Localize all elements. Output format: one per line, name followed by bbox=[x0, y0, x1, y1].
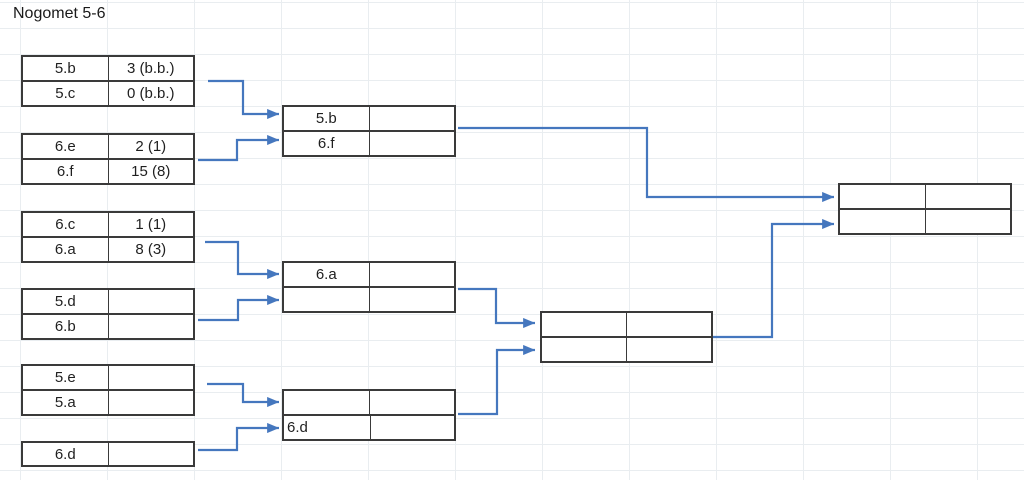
team-score-cell[interactable] bbox=[370, 263, 455, 286]
connector-arrow[interactable] bbox=[198, 422, 280, 452]
team-name-cell[interactable] bbox=[284, 391, 370, 414]
team-name-cell[interactable]: 6.d bbox=[284, 416, 371, 439]
team-row: 5.b bbox=[284, 107, 454, 130]
team-name-cell[interactable]: 5.d bbox=[23, 290, 109, 313]
match-box-r1-m3: 6.c 1 (1) 6.a 8 (3) bbox=[21, 211, 195, 263]
team-score-cell[interactable] bbox=[926, 185, 1011, 208]
page-title[interactable]: Nogomet 5-6 bbox=[13, 5, 106, 22]
team-name-cell[interactable]: 5.a bbox=[23, 391, 109, 414]
team-row bbox=[840, 185, 1010, 208]
match-box-r3-m1 bbox=[540, 311, 713, 363]
match-box-r1-m6: 6.d bbox=[21, 441, 195, 467]
team-score-cell[interactable] bbox=[109, 290, 194, 313]
connector-arrow[interactable] bbox=[198, 294, 280, 322]
match-box-r2-m2: 6.a bbox=[282, 261, 456, 313]
connector-arrow[interactable] bbox=[198, 134, 280, 162]
team-row: 5.e bbox=[23, 366, 193, 389]
team-name-cell[interactable]: 6.d bbox=[23, 443, 109, 465]
team-name-cell[interactable]: 6.c bbox=[23, 213, 109, 236]
team-score-cell[interactable]: 8 (3) bbox=[135, 241, 167, 258]
team-score-cell[interactable] bbox=[370, 107, 455, 130]
team-row: 6.f bbox=[284, 130, 454, 155]
match-box-r2-m3: 6.d bbox=[282, 389, 456, 441]
team-row: 5.c 0 (b.b.) bbox=[23, 80, 193, 105]
connector-arrow[interactable] bbox=[458, 344, 536, 416]
team-row: 6.a bbox=[284, 263, 454, 286]
team-score-cell[interactable] bbox=[109, 366, 194, 389]
connector-arrow[interactable] bbox=[713, 218, 835, 339]
team-row: 5.a bbox=[23, 389, 193, 414]
team-name-cell[interactable]: 6.f bbox=[23, 160, 109, 183]
team-row bbox=[840, 208, 1010, 233]
team-score-cell[interactable]: 0 (b.b.) bbox=[126, 85, 175, 102]
team-row: 6.d bbox=[284, 414, 454, 439]
team-name-cell[interactable]: 5.b bbox=[284, 107, 370, 130]
team-name-cell[interactable]: 6.a bbox=[23, 238, 109, 261]
team-score-cell[interactable] bbox=[370, 132, 455, 155]
team-score-cell[interactable]: 2 (1) bbox=[135, 138, 167, 155]
team-row: 6.e 2 (1) bbox=[23, 135, 193, 158]
match-box-r2-m1: 5.b 6.f bbox=[282, 105, 456, 157]
team-row bbox=[284, 286, 454, 311]
team-row: 5.d bbox=[23, 290, 193, 313]
match-box-r1-m4: 5.d 6.b bbox=[21, 288, 195, 340]
team-name-cell[interactable]: 5.b bbox=[23, 57, 109, 80]
connector-arrow[interactable] bbox=[458, 126, 835, 203]
match-box-final bbox=[838, 183, 1012, 235]
team-row: 6.c 1 (1) bbox=[23, 213, 193, 236]
team-row: 6.b bbox=[23, 313, 193, 338]
connector-arrow[interactable] bbox=[458, 287, 536, 329]
team-row: 6.a 8 (3) bbox=[23, 236, 193, 261]
team-score-cell[interactable] bbox=[627, 313, 711, 336]
team-score-cell[interactable] bbox=[926, 210, 1011, 233]
team-score-cell[interactable] bbox=[109, 443, 194, 465]
match-box-r1-m2: 6.e 2 (1) 6.f 15 (8) bbox=[21, 133, 195, 185]
team-name-cell[interactable] bbox=[284, 288, 370, 311]
team-row bbox=[542, 313, 711, 336]
team-name-cell[interactable] bbox=[542, 313, 627, 336]
team-row bbox=[284, 391, 454, 414]
team-row: 6.f 15 (8) bbox=[23, 158, 193, 183]
connector-arrow[interactable] bbox=[208, 79, 280, 120]
team-score-cell[interactable] bbox=[370, 288, 455, 311]
match-box-r1-m5: 5.e 5.a bbox=[21, 364, 195, 416]
team-name-cell[interactable]: 5.e bbox=[23, 366, 109, 389]
team-score-cell[interactable] bbox=[109, 391, 194, 414]
team-score-cell[interactable]: 3 (b.b.) bbox=[126, 60, 175, 77]
team-name-cell[interactable]: 5.c bbox=[23, 82, 109, 105]
team-score-cell[interactable] bbox=[370, 391, 455, 414]
team-name-cell[interactable] bbox=[840, 185, 926, 208]
team-name-cell[interactable]: 6.e bbox=[23, 135, 109, 158]
connector-arrow[interactable] bbox=[205, 240, 280, 280]
team-score-cell[interactable]: 15 (8) bbox=[131, 163, 171, 180]
team-name-cell[interactable]: 6.b bbox=[23, 315, 109, 338]
match-box-r1-m1: 5.b 3 (b.b.) 5.c 0 (b.b.) bbox=[21, 55, 195, 107]
connector-arrow[interactable] bbox=[207, 382, 280, 408]
team-score-cell[interactable] bbox=[109, 315, 194, 338]
team-name-cell[interactable]: 6.a bbox=[284, 263, 370, 286]
team-name-cell[interactable]: 6.f bbox=[284, 132, 370, 155]
team-row: 6.d bbox=[23, 443, 193, 465]
team-score-cell[interactable]: 1 (1) bbox=[135, 216, 167, 233]
team-row bbox=[542, 336, 711, 361]
team-score-cell[interactable] bbox=[371, 416, 454, 439]
team-row: 5.b 3 (b.b.) bbox=[23, 57, 193, 80]
team-score-cell[interactable] bbox=[627, 338, 711, 361]
team-name-cell[interactable] bbox=[542, 338, 627, 361]
team-name-cell[interactable] bbox=[840, 210, 926, 233]
